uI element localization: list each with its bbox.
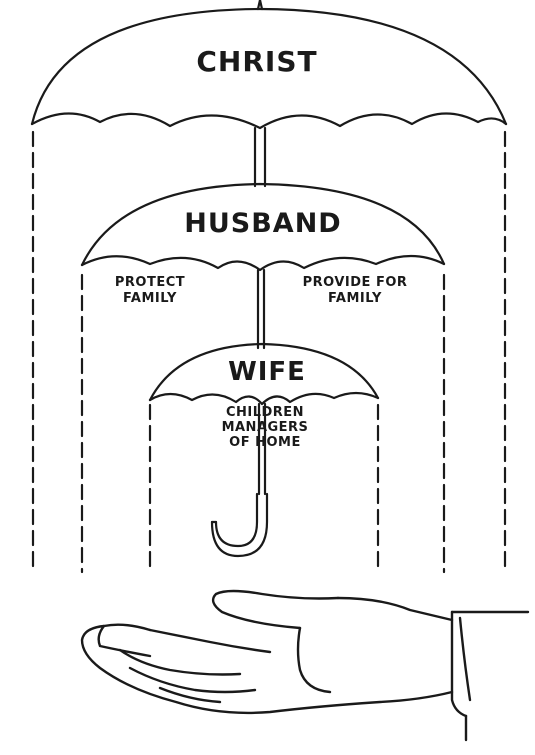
husband-label: HUSBAND <box>184 208 342 239</box>
wife-roles-label: CHILDREN MANAGERS OF HOME <box>221 405 309 450</box>
wife-label: WIFE <box>228 357 306 387</box>
christ-cover-lines <box>31 130 507 574</box>
wife-umbrella-icon <box>148 342 380 558</box>
protect-family-label: PROTECT FAMILY <box>114 275 186 306</box>
open-hand-icon <box>80 589 530 742</box>
husband-cover-lines <box>80 273 446 574</box>
provide-for-family-label: PROVIDE FOR FAMILY <box>302 275 408 306</box>
wife-cover-lines <box>148 403 380 574</box>
christ-label: CHRIST <box>196 45 318 78</box>
husband-umbrella-icon <box>80 182 446 350</box>
christ-umbrella-icon <box>30 0 508 188</box>
